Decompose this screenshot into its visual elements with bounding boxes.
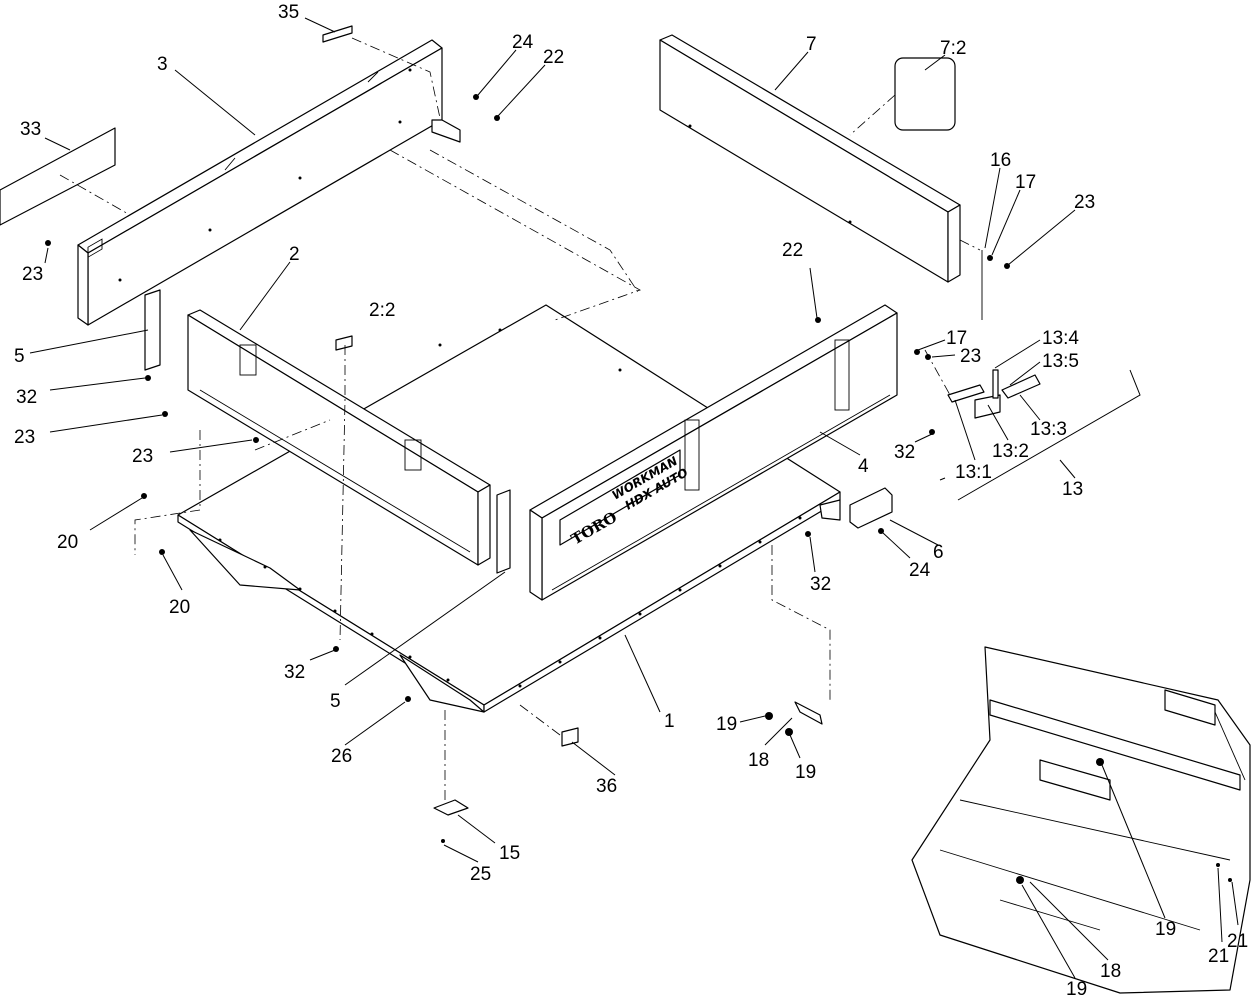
callout-23: 23: [960, 346, 981, 367]
callout-36: 36: [596, 776, 617, 797]
callout-23: 23: [1074, 192, 1095, 213]
right-side-panel: [659, 34, 961, 283]
callout-13-1: 13:1: [955, 462, 992, 483]
callout-19: 19: [1155, 919, 1176, 940]
leader-lines: [29, 17, 1239, 979]
callout-18: 18: [1100, 961, 1121, 982]
callout-32: 32: [16, 387, 37, 408]
callout-7: 7: [806, 34, 817, 55]
callout-32: 32: [810, 574, 831, 595]
callout-20: 20: [169, 597, 190, 618]
callout-21: 21: [1227, 931, 1248, 952]
callout-13-3: 13:3: [1030, 419, 1067, 440]
callout-13: 13: [1062, 479, 1083, 500]
callout-3: 3: [157, 54, 168, 75]
callout-19: 19: [795, 762, 816, 783]
callout-25: 25: [470, 864, 491, 885]
callout-20: 20: [57, 532, 78, 553]
left-side-panel: [77, 39, 461, 326]
callout-6: 6: [933, 542, 944, 563]
small-parts: [0, 25, 1041, 843]
callout-23: 23: [22, 264, 43, 285]
callout-19: 19: [1066, 979, 1087, 1000]
callout-23: 23: [132, 446, 153, 467]
callout-22: 22: [543, 47, 564, 68]
callout-32: 32: [284, 662, 305, 683]
callout-1: 1: [664, 711, 675, 732]
callout-17: 17: [946, 328, 967, 349]
callouts: 35 24 22 3 7 7:2 33 16 17 23 23 2 22 2:2…: [14, 2, 1248, 1000]
callout-17: 17: [1015, 172, 1036, 193]
callout-24: 24: [512, 32, 534, 53]
callout-13-2: 13:2: [992, 441, 1029, 462]
front-panel: [187, 309, 511, 574]
tailgate-panel: TORO WORKMAN HDX AUTO: [529, 304, 898, 601]
callout-32: 32: [894, 442, 915, 463]
callout-26: 26: [331, 746, 352, 767]
callout-7-2: 7:2: [940, 38, 966, 59]
callout-2: 2: [289, 244, 300, 265]
callout-5: 5: [14, 346, 25, 367]
callout-18: 18: [748, 750, 769, 771]
callout-4: 4: [858, 456, 869, 477]
callout-24: 24: [909, 560, 931, 581]
callout-23: 23: [14, 427, 35, 448]
callout-5: 5: [330, 691, 341, 712]
callout-33: 33: [20, 119, 41, 140]
callout-13-4: 13:4: [1042, 328, 1079, 349]
callout-19: 19: [716, 714, 737, 735]
detail-inset: [911, 646, 1251, 994]
callout-13-5: 13:5: [1042, 351, 1079, 372]
callout-21: 21: [1208, 946, 1229, 967]
callout-35: 35: [278, 2, 299, 23]
callout-15: 15: [499, 843, 520, 864]
callout-16: 16: [990, 150, 1011, 171]
assembly-lines: [59, 37, 981, 800]
callout-2-2: 2:2: [369, 300, 395, 321]
callout-22: 22: [782, 240, 803, 261]
